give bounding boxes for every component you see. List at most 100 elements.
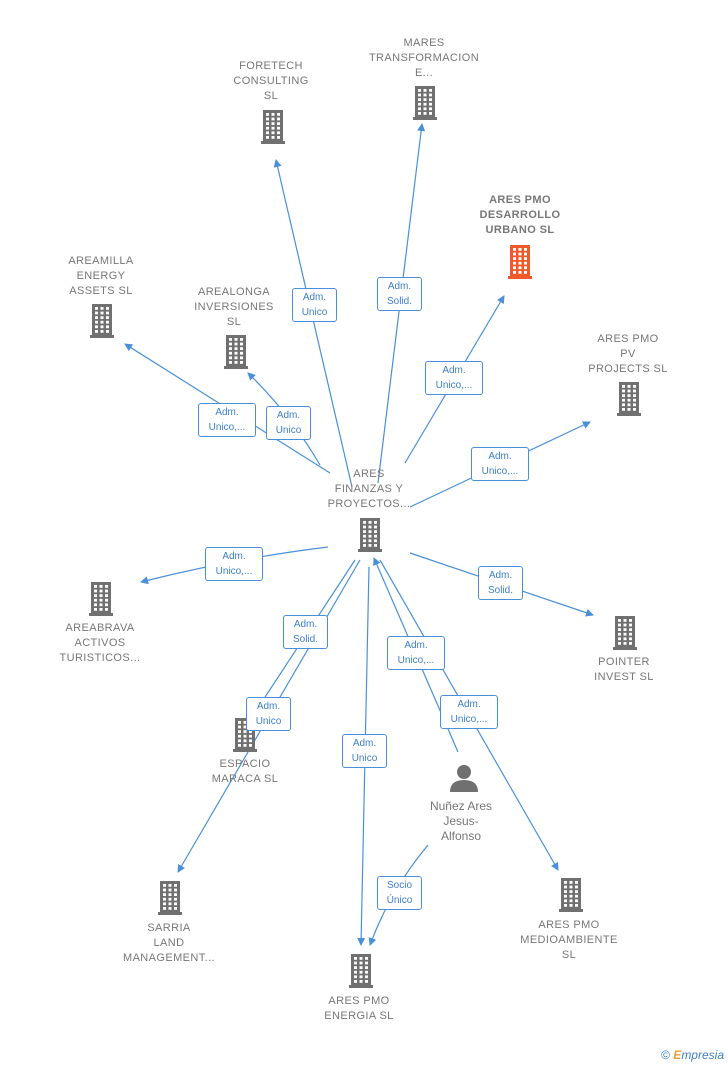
- node-label-line: E...: [414, 67, 434, 79]
- node-label-line: AREAMILLA: [68, 255, 134, 267]
- node-label-line: ENERGY: [76, 270, 126, 282]
- relation-label-line: Unico: [301, 307, 328, 318]
- relation-label-line: Unico,...: [208, 422, 246, 433]
- relation-label[interactable]: Adm.Unico,...: [440, 695, 498, 729]
- relation-label-line: Socio: [386, 880, 412, 891]
- building-icon-ares-pmo-pv[interactable]: [617, 382, 641, 416]
- relation-label[interactable]: Adm.Unico: [266, 406, 311, 440]
- copyright-symbol: ©: [661, 1048, 670, 1062]
- relation-label-line: Adm.: [276, 410, 301, 421]
- relation-label-line: Solid.: [292, 634, 318, 645]
- relation-label[interactable]: Adm. Unico,...: [471, 447, 529, 481]
- relation-label[interactable]: Adm.Unico,...: [387, 636, 445, 670]
- node-label-line: PV: [620, 348, 636, 360]
- node-label-line: DESARROLLO: [479, 209, 561, 221]
- node-label-sarria[interactable]: SARRIA LAND MANAGEMENT...: [89, 921, 249, 966]
- relation-label-line: Adm.: [352, 738, 377, 749]
- center-building-icon[interactable]: [358, 518, 382, 552]
- node-label-line: LAND: [153, 937, 185, 949]
- relation-label-line: Adm.: [256, 701, 281, 712]
- node-label-line: TURISTICOS...: [59, 652, 141, 664]
- node-label-line: FINANZAS Y: [334, 483, 404, 495]
- node-label-line: PROYECTOS...: [327, 498, 411, 510]
- relation-label-line: Unico: [255, 716, 282, 727]
- building-icon-foretech[interactable]: [261, 110, 285, 144]
- relation-label-line: Adm.: [488, 570, 513, 581]
- building-icon-sarria[interactable]: [158, 881, 182, 915]
- relation-label-line: Adm.: [404, 640, 428, 651]
- relation-label-line: Unico,...: [481, 466, 519, 477]
- node-label-line: Jesus-: [443, 814, 479, 828]
- relation-label[interactable]: Adm. Solid.: [283, 615, 328, 649]
- building-icon-pointer[interactable]: [613, 616, 637, 650]
- building-icon-arealonga[interactable]: [224, 335, 248, 369]
- brand-name: mpresia: [681, 1048, 724, 1062]
- brand-initial: E: [673, 1048, 682, 1062]
- node-label-line: MEDIOAMBIENTE: [520, 934, 618, 946]
- relation-label-line: Adm.: [215, 407, 239, 418]
- node-label-line: ARES PMO: [597, 333, 659, 345]
- relation-label[interactable]: Adm. Unico,...: [425, 361, 483, 395]
- node-label-line: SL: [561, 949, 577, 961]
- node-label-line: ENERGIA SL: [324, 1010, 394, 1022]
- node-label-line: AREALONGA: [197, 286, 271, 298]
- node-label-line: ARES PMO: [328, 995, 390, 1007]
- relation-label-line: Adm.: [488, 451, 512, 462]
- node-label-foretech[interactable]: FORETECH CONSULTING SL: [191, 59, 351, 104]
- brand-footer: © Empresia: [661, 1048, 724, 1062]
- node-label-line: SL: [226, 316, 242, 328]
- relation-label[interactable]: Adm. Unico,...: [198, 403, 256, 437]
- relation-label-line: Adm.: [293, 619, 318, 630]
- relation-label-line: Unico: [351, 753, 378, 764]
- relation-label-line: Único: [386, 895, 413, 906]
- relation-label-line: Adm.: [302, 292, 327, 303]
- node-label-line: FORETECH: [239, 60, 303, 72]
- node-label-line: CONSULTING: [233, 75, 309, 87]
- building-icon-areamilla[interactable]: [90, 304, 114, 338]
- relation-label[interactable]: Adm. Solid.: [377, 277, 422, 311]
- node-label-line: URBANO SL: [485, 224, 555, 236]
- building-icon-ares-pmo-energia[interactable]: [349, 954, 373, 988]
- relation-label-line: Solid.: [487, 585, 513, 596]
- relation-label[interactable]: Adm. Unico,...: [205, 547, 263, 581]
- relation-label-line: Adm.: [222, 551, 246, 562]
- building-icon-ares-pmo-medioambiente[interactable]: [559, 878, 583, 912]
- node-label-ares-pmo-energia[interactable]: ARES PMO ENERGIA SL: [279, 994, 439, 1024]
- relation-label-line: Unico,...: [215, 566, 253, 577]
- node-label-line: POINTER: [598, 656, 650, 668]
- node-label-line: Alfonso: [440, 829, 482, 843]
- relation-label[interactable]: Adm. Unico: [246, 697, 291, 731]
- relation-label-line: Unico,...: [435, 380, 473, 391]
- building-icon-ares-pmo-desarrollo[interactable]: [508, 245, 532, 279]
- node-label-pointer[interactable]: POINTER INVEST SL: [544, 655, 704, 685]
- node-label-line: MARES: [403, 37, 445, 49]
- building-icon-mares[interactable]: [413, 86, 437, 120]
- node-label-line: ESPACIO: [219, 758, 271, 770]
- node-label-line: MANAGEMENT...: [123, 952, 215, 964]
- relation-label-line: Adm.: [442, 365, 466, 376]
- person-icon-nunez[interactable]: [450, 765, 478, 792]
- relation-label[interactable]: Adm. Solid.: [478, 566, 523, 600]
- node-label-arealonga[interactable]: AREALONGA INVERSIONES SL: [154, 285, 314, 330]
- edge-center-to-foretech: [273, 159, 353, 488]
- relation-label-line: Solid.: [386, 296, 412, 307]
- relation-label[interactable]: Adm. Unico: [342, 734, 387, 768]
- relation-label[interactable]: Adm. Unico: [292, 288, 337, 322]
- node-label-line: Nuñez Ares: [429, 799, 493, 813]
- building-icon-areabrava[interactable]: [89, 582, 113, 616]
- node-label-line: INVEST SL: [594, 671, 654, 683]
- node-label-line: SL: [263, 90, 279, 102]
- node-label-line: SARRIA: [147, 922, 191, 934]
- relation-label-line: Adm.: [387, 281, 412, 292]
- node-label-line: INVERSIONES: [194, 301, 274, 313]
